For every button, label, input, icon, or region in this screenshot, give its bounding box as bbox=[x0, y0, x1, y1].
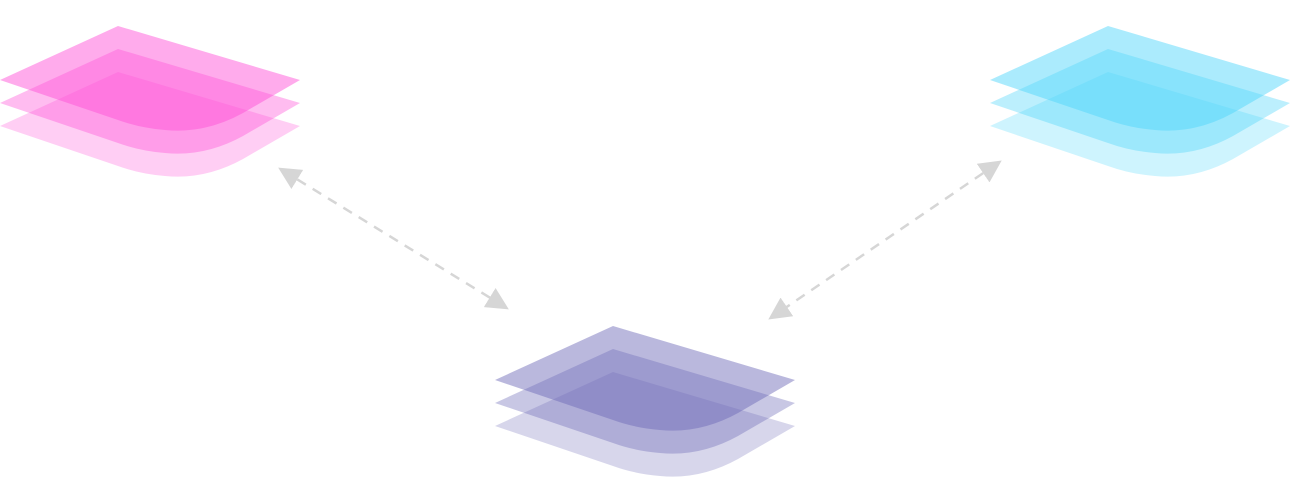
purple-stack-layer-3 bbox=[495, 326, 795, 431]
cyan-stack-layer-3 bbox=[990, 26, 1290, 131]
cyan-stack-layer-2 bbox=[990, 49, 1290, 154]
pink-stack-layer-3 bbox=[0, 26, 300, 131]
pink-stack-layer-1 bbox=[0, 72, 300, 177]
purple-layers-icon bbox=[495, 326, 795, 477]
cyan-stack-layer-1 bbox=[990, 72, 1290, 177]
pink-stack-layer-2 bbox=[0, 49, 300, 154]
purple-stack-layer-1 bbox=[495, 372, 795, 477]
purple-stack-layer-2 bbox=[495, 349, 795, 454]
pink-layers-icon bbox=[0, 26, 300, 177]
connector-pink-to-purple bbox=[278, 167, 509, 310]
connector-cyan-to-purple bbox=[768, 160, 1002, 320]
cyan-layers-icon bbox=[990, 26, 1290, 177]
